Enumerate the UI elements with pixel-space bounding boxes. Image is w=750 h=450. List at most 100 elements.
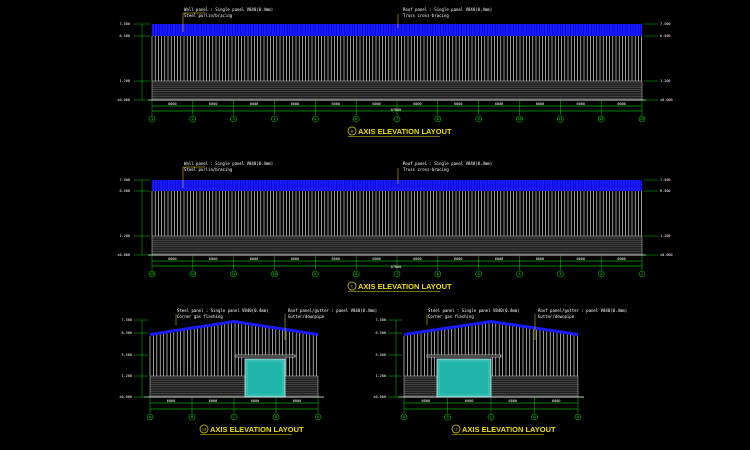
grid-bubble (400, 413, 408, 421)
span-label: 6000 (250, 102, 258, 106)
grid-bubble (272, 413, 280, 421)
span-label: 6000 (413, 257, 421, 261)
span-label: 6000 (209, 257, 217, 261)
grid-label: 5 (478, 272, 480, 276)
level-label-left: ±0.000 (117, 98, 130, 102)
grid-label: 8 (437, 117, 439, 121)
wall-cladding (152, 36, 642, 81)
wall-cladding (152, 191, 642, 236)
span-label: 6000 (495, 257, 503, 261)
level-label-right: ±0.000 (660, 98, 673, 102)
door-frame (438, 360, 490, 396)
title-marker: C (351, 285, 353, 289)
grid-label: 1 (151, 117, 153, 121)
elevation-a: 7.5006.5001.200±0.0007.5006.5001.200±0.0… (117, 7, 673, 137)
total-dimension: 87000 (391, 265, 402, 269)
roof-panel-band (152, 24, 642, 36)
title-marker: 1 (455, 428, 457, 432)
level-label: 7.500 (121, 318, 132, 322)
left-note: Steel panel : Single panel V840(0.4mm) (428, 308, 520, 313)
span-label: 6000 (167, 399, 175, 403)
grid-bubble (531, 413, 538, 421)
grid-bubble (271, 270, 278, 278)
level-label-left: 1.200 (119, 79, 130, 83)
grid-bubble (314, 413, 322, 421)
mid-note: Roof panel : Single panel V840(0.4mm) (403, 7, 492, 12)
gable-title: AXIS ELEVATION LAYOUT (210, 425, 304, 434)
title-marker-circle (347, 281, 357, 291)
title-marker-circle (199, 424, 209, 434)
right-note-2: Gutter/downpipe (538, 314, 575, 319)
level-label: 5.500 (121, 353, 132, 357)
elevation-title: AXIS ELEVATION LAYOUT (358, 127, 452, 136)
grid-bubble (557, 270, 564, 278)
grid-label: 1 (641, 272, 643, 276)
level-label: 7.500 (375, 318, 386, 322)
grid-label: 13 (640, 117, 644, 121)
grid-label: 12 (599, 117, 603, 121)
grid-bubble (312, 115, 319, 123)
level-label-right: 1.200 (660, 234, 671, 238)
grid-bubble (638, 115, 646, 123)
span-label: 6000 (454, 102, 462, 106)
span-label: 6000 (577, 257, 585, 261)
brick-plinth (149, 375, 319, 398)
span-label: 6000 (372, 102, 380, 106)
grid-bubble (434, 270, 442, 278)
level-label: 1.200 (121, 374, 132, 378)
level-label-left: 6.500 (119, 34, 130, 38)
span-label: 6000 (291, 257, 299, 261)
span-label: 6000 (168, 102, 176, 106)
grid-bubble (597, 115, 605, 123)
span-label: 6000 (372, 257, 380, 261)
elevation-title: AXIS ELEVATION LAYOUT (358, 282, 452, 291)
grid-bubble (475, 270, 482, 278)
span-label: 6000 (552, 399, 560, 403)
rolling-door (436, 358, 492, 398)
elevation-c: 7.5006.5001.200±0.0007.5006.5001.200±0.0… (117, 161, 673, 292)
span-label: 6000 (251, 399, 259, 403)
grid-label: 9 (314, 272, 316, 276)
grid-label: 3 (559, 272, 561, 276)
level-label-right: 7.500 (660, 178, 671, 182)
grid-bubble (352, 270, 360, 278)
span-label: 6000 (422, 399, 430, 403)
grid-label: 7 (396, 272, 398, 276)
level-label: 5.500 (375, 353, 386, 357)
span-label: 6000 (536, 257, 544, 261)
grid-label: C (490, 415, 492, 419)
level-label-right: 1.200 (660, 79, 671, 83)
roof-note: Wall panel : Single panel V840(0.4mm) (184, 7, 273, 12)
roof-note-2: Steel purlin/bracing (184, 167, 233, 172)
grid-label: 6 (355, 117, 357, 121)
grid-label: 6 (437, 272, 439, 276)
grid-label: 2 (600, 272, 602, 276)
left-note-2: Corner gas flashing (428, 314, 474, 319)
grid-label: 4 (273, 117, 275, 121)
level-label: ±0.000 (373, 395, 386, 399)
grid-bubble (597, 270, 605, 278)
gable-title-left: 13 AXIS ELEVATION LAYOUT (199, 424, 304, 435)
mid-note: Roof panel : Single panel V840(0.4mm) (403, 161, 492, 166)
grid-bubble (393, 115, 401, 123)
grid-label: 10 (272, 272, 276, 276)
grid-bubble (230, 270, 237, 278)
grid-label: A (149, 415, 152, 419)
grid-bubble (638, 270, 646, 278)
grid-label: C (233, 415, 235, 419)
title-marker-circle (451, 424, 461, 434)
level-label-left: 7.500 (119, 22, 130, 26)
span-label: 6000 (454, 257, 462, 261)
grid-bubble (271, 115, 278, 123)
grid-bubble (230, 413, 238, 421)
span-label: 6000 (495, 102, 503, 106)
grid-bubble (146, 413, 154, 421)
grid-bubble (516, 270, 523, 278)
left-note: Steel panel : Single panel V840(0.4mm) (177, 308, 269, 313)
level-label: 1.200 (375, 374, 386, 378)
span-label: 6000 (617, 102, 625, 106)
level-label-left: 1.200 (119, 234, 130, 238)
rolling-door (244, 358, 286, 398)
grid-label: 11 (558, 117, 562, 121)
